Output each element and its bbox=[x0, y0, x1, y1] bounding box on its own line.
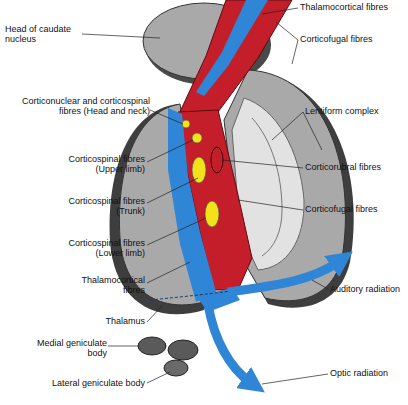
part-label: Corticofugal fibres bbox=[305, 204, 404, 214]
optic-radiation-arrow bbox=[208, 304, 250, 382]
medial-geniculate-body bbox=[138, 337, 166, 355]
upper-limb-bundle bbox=[192, 157, 206, 183]
leader-line bbox=[147, 218, 206, 245]
leader-line bbox=[238, 200, 303, 210]
part-label: Corticospinal fibres (Upper limb) bbox=[45, 154, 145, 175]
leader-line bbox=[150, 110, 183, 124]
anterior-limb bbox=[178, 0, 292, 116]
leader-line bbox=[262, 8, 298, 14]
lentiform-lamina bbox=[252, 118, 282, 256]
medial-geniculate-body bbox=[168, 340, 198, 360]
part-label: Corticospinal fibres (Trunk) bbox=[45, 196, 145, 217]
part-label: Corticorubral fibres bbox=[305, 162, 404, 172]
leader-line bbox=[147, 262, 190, 283]
leader-line bbox=[147, 140, 193, 162]
leader-line bbox=[292, 40, 298, 64]
lower-limb-bundle bbox=[205, 201, 219, 227]
part-label: Corticospinal fibres (Lower limb) bbox=[45, 238, 145, 259]
part-label: Optic radiation bbox=[330, 368, 405, 378]
part-label: Corticofugal fibres bbox=[300, 34, 404, 44]
anterior-thalamocortical-band bbox=[196, 0, 268, 96]
part-label: Auditory radiation bbox=[330, 284, 405, 294]
leader-line bbox=[272, 112, 303, 140]
head-neck-bundle bbox=[182, 120, 190, 128]
lateral-geniculate-body bbox=[164, 360, 188, 376]
leader-line bbox=[276, 22, 298, 40]
leader-line bbox=[82, 34, 160, 38]
leader-line bbox=[147, 306, 162, 322]
part-label: Lentiform complex bbox=[305, 106, 404, 116]
auditory-radiation-arrow bbox=[228, 262, 338, 292]
leader-line bbox=[222, 160, 303, 168]
part-label: Lateral geniculate body bbox=[20, 378, 145, 388]
head-neck-bundle bbox=[192, 133, 202, 143]
part-label: Head of caudate nucleus bbox=[5, 24, 81, 45]
leader-line bbox=[312, 280, 328, 289]
leader-line bbox=[108, 346, 138, 347]
leader-line bbox=[147, 178, 198, 203]
part-label: Medial geniculate body bbox=[25, 338, 107, 359]
part-label: Thalamocortical fibres bbox=[300, 2, 404, 12]
leader-line bbox=[147, 372, 170, 383]
part-label: Thalamocortical fibres bbox=[75, 275, 145, 296]
leader-line bbox=[303, 112, 322, 150]
leader-line bbox=[262, 374, 328, 384]
part-label: Corticonuclear and corticospinal fibres … bbox=[0, 96, 150, 117]
part-label: Thalamus bbox=[60, 316, 145, 326]
corticorubral-bundle bbox=[211, 147, 223, 173]
